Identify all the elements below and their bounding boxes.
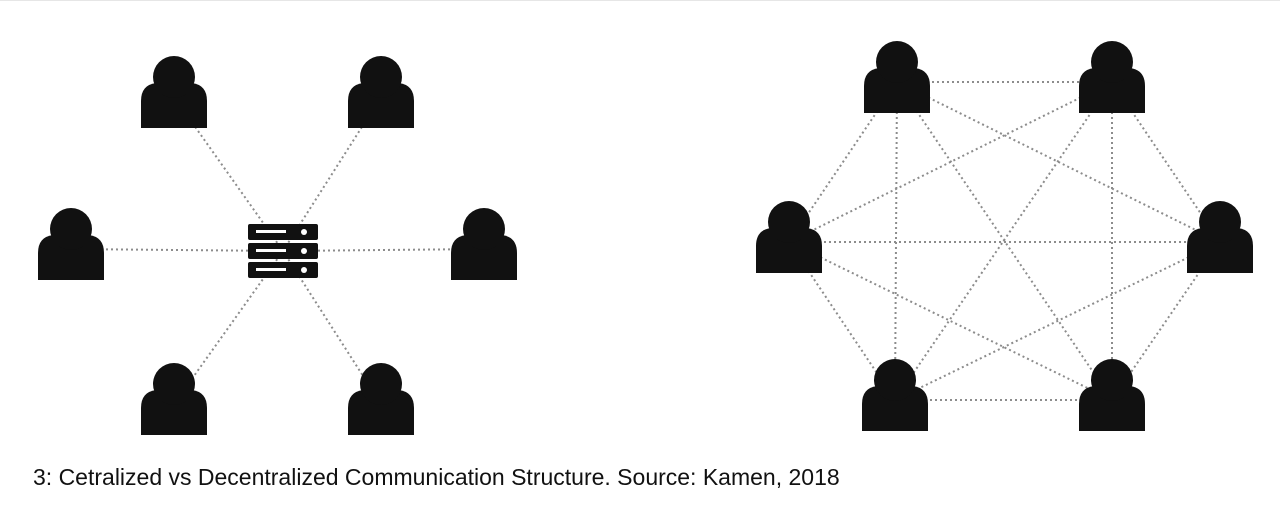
user-icon — [348, 56, 414, 128]
user-icon — [451, 208, 517, 280]
user-icon — [756, 201, 822, 273]
spoke-link-4 — [282, 248, 485, 252]
server-icon — [248, 224, 318, 278]
mesh-link-12 — [788, 241, 1113, 401]
user-icon — [348, 363, 414, 435]
spoke-link-3 — [70, 248, 284, 252]
figure-caption: 3: Cetralized vs Decentralized Communica… — [33, 464, 840, 490]
user-icon — [38, 208, 104, 280]
mesh-link-8 — [894, 81, 1113, 401]
decentralized-diagram — [756, 41, 1253, 431]
user-icon — [141, 363, 207, 435]
top-divider — [0, 0, 1280, 1]
mesh-link-4 — [894, 81, 898, 401]
mesh-link-13 — [894, 241, 1221, 401]
user-icon — [1079, 359, 1145, 431]
user-icon — [1187, 201, 1253, 273]
mesh-link-6 — [788, 81, 1113, 243]
centralized-diagram — [38, 56, 517, 435]
user-icon — [1079, 41, 1145, 113]
user-icon — [862, 359, 928, 431]
user-icon — [141, 56, 207, 128]
user-icon — [864, 41, 930, 113]
